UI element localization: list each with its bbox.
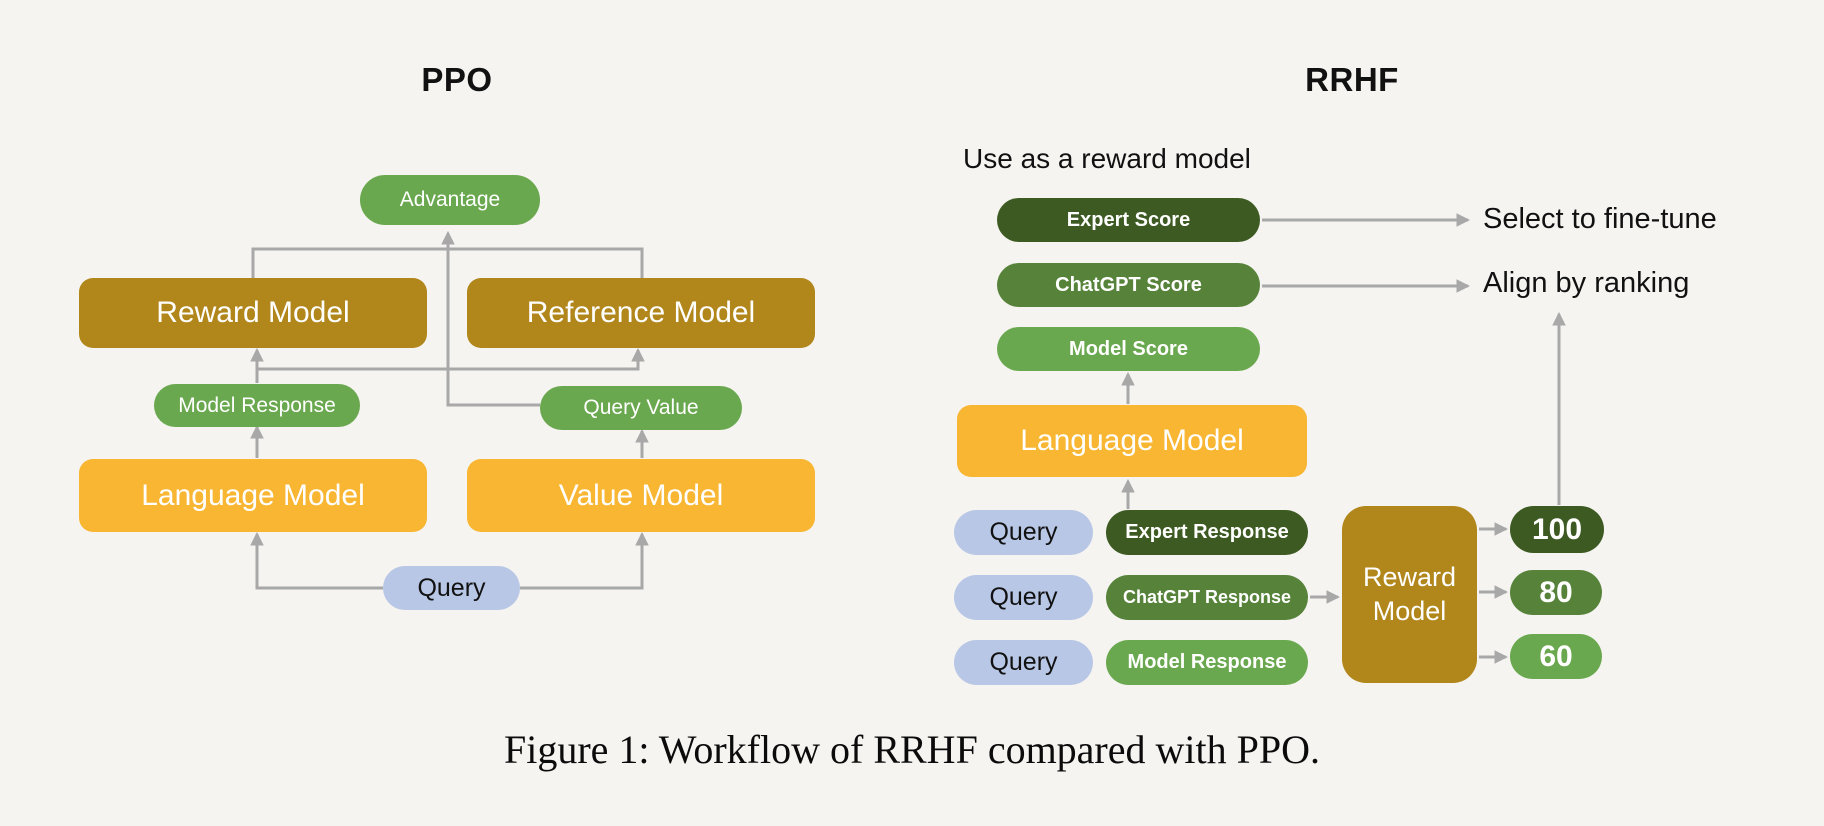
rrhf-score-100-label: 100 (1531, 512, 1583, 546)
ppo-language-model-box: Language Model (79, 459, 427, 532)
arrow-query-to-language-model (250, 531, 383, 590)
ppo-advantage-pill: Advantage (360, 175, 540, 225)
rrhf-annotation: Use as a reward model (963, 143, 1251, 174)
rrhf-query-label-3: Query (989, 648, 1058, 676)
rrhf-query-pill-1: Query (954, 510, 1093, 555)
rrhf-expert-score-pill: Expert Score (997, 198, 1260, 242)
rrhf-chatgpt-score-label: ChatGPT Score (1055, 273, 1202, 296)
rrhf-query-pill-3: Query (954, 640, 1093, 685)
rrhf-expert-response-label: Expert Response (1125, 521, 1289, 543)
rrhf-query-label-1: Query (989, 518, 1058, 546)
rrhf-query-pill-2: Query (954, 575, 1093, 620)
rrhf-score-100-pill: 100 (1510, 506, 1604, 553)
figure-caption: Figure 1: Workflow of RRHF compared with… (503, 727, 1320, 772)
rrhf-score-80-pill: 80 (1510, 570, 1602, 615)
ppo-advantage-label: Advantage (399, 188, 501, 211)
rrhf-chatgpt-response-label: ChatGPT Response (1122, 587, 1292, 607)
arrow-model-response-to-reference-model (257, 347, 645, 371)
rrhf-language-model-box: Language Model (957, 405, 1307, 477)
rrhf-expert-response-pill: Expert Response (1106, 510, 1308, 555)
rrhf-model-score-pill: Model Score (997, 327, 1260, 371)
rrhf-align-ranking-label: Align by ranking (1483, 267, 1690, 299)
ppo-reference-model-box: Reference Model (467, 278, 815, 348)
rrhf-model-response-label: Model Response (1127, 651, 1287, 673)
ppo-query-label: Query (417, 573, 486, 602)
ppo-query-value-pill: Query Value (540, 386, 742, 430)
rrhf-score-60-pill: 60 (1510, 634, 1602, 679)
ppo-language-model-label: Language Model (141, 478, 365, 512)
rrhf-score-60-label: 60 (1539, 639, 1573, 673)
ppo-value-model-label: Value Model (558, 478, 724, 512)
rrhf-model-response-pill: Model Response (1106, 640, 1308, 685)
ppo-model-response-label: Model Response (178, 393, 336, 417)
rrhf-select-finetune-label: Select to fine-tune (1483, 203, 1717, 235)
ppo-model-response-pill: Model Response (154, 384, 360, 427)
rrhf-expert-score-label: Expert Score (1066, 208, 1191, 231)
rrhf-reward-model-box: Reward Model (1342, 506, 1477, 683)
ppo-value-model-box: Value Model (467, 459, 815, 532)
rrhf-language-model-label: Language Model (1020, 424, 1244, 457)
arrow-query-to-value-model (520, 531, 649, 590)
ppo-query-pill: Query (383, 566, 520, 610)
rrhf-title: RRHF (1305, 61, 1399, 98)
ppo-reward-model-box: Reward Model (79, 278, 427, 348)
ppo-query-value-label: Query Value (583, 396, 699, 419)
rrhf-chatgpt-score-pill: ChatGPT Score (997, 263, 1260, 307)
rrhf-score-80-label: 80 (1539, 575, 1573, 609)
ppo-reference-model-label: Reference Model (526, 296, 756, 329)
rrhf-reward-model-label: Reward Model (1362, 561, 1457, 626)
connector-models-to-advantage-bracket (251, 247, 644, 278)
ppo-reward-model-label: Reward Model (156, 296, 350, 329)
rrhf-model-score-label: Model Score (1069, 337, 1188, 360)
rrhf-chatgpt-response-pill: ChatGPT Response (1106, 575, 1308, 620)
ppo-title: PPO (421, 61, 493, 98)
rrhf-query-label-2: Query (989, 583, 1058, 611)
